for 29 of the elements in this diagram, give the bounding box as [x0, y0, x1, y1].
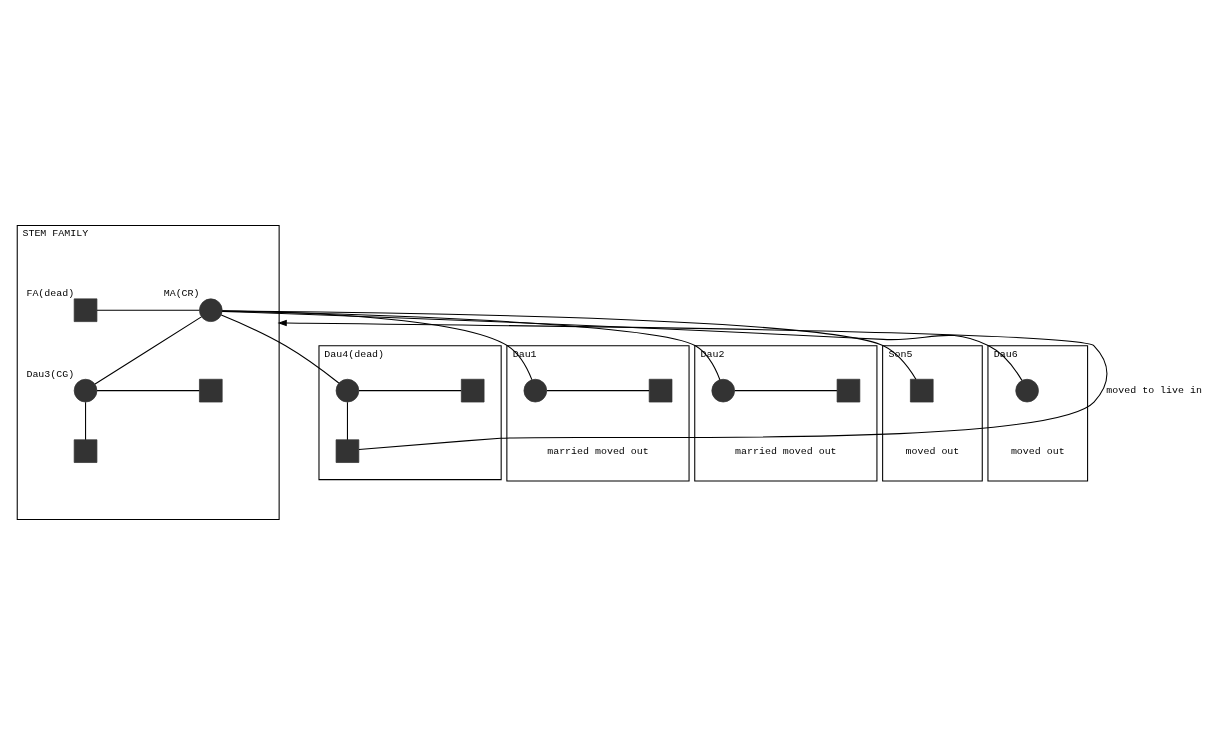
connector — [734, 390, 838, 392]
arrow — [277, 319, 1108, 450]
node-circle — [523, 378, 548, 403]
node-box — [910, 378, 934, 403]
node-label: FA(dead) — [26, 288, 75, 300]
node-box — [836, 378, 861, 403]
connector — [220, 314, 340, 384]
connector — [358, 390, 462, 392]
cluster: Dau4(dead) — [318, 345, 502, 481]
node-circle — [199, 298, 223, 322]
connector — [85, 401, 87, 441]
node-box — [648, 378, 673, 403]
node-circle — [711, 378, 735, 403]
connector — [546, 390, 650, 392]
node-label: MA(CR) — [163, 288, 200, 300]
node-label: Dau3(CG) — [26, 368, 75, 380]
connector — [94, 316, 202, 385]
connector — [346, 401, 348, 441]
connector — [96, 390, 200, 392]
edge-label: moved to live in — [1106, 385, 1202, 397]
node-circle — [1015, 378, 1039, 403]
node-box — [199, 378, 223, 403]
node-circle — [73, 378, 98, 403]
node-box — [460, 378, 485, 403]
node-box — [73, 439, 98, 463]
node-box — [73, 298, 98, 322]
node-circle — [335, 378, 360, 403]
connector — [96, 309, 200, 311]
node-box — [335, 439, 360, 463]
